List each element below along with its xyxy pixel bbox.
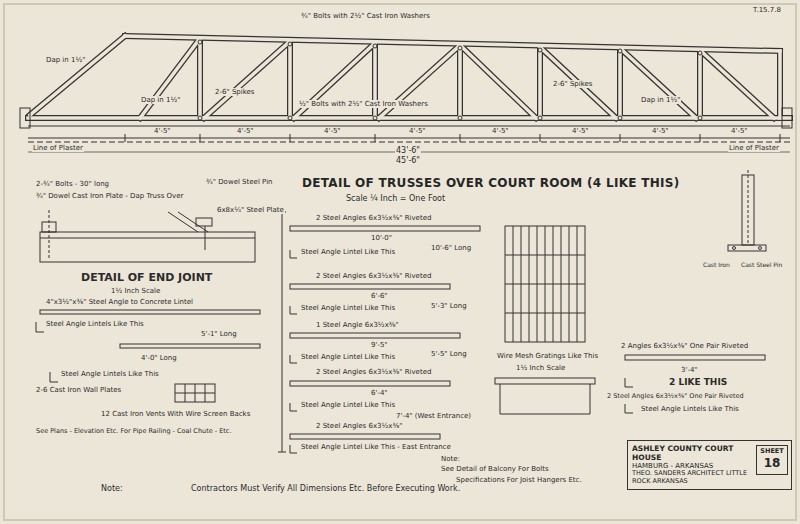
drawing-note: Steel Angle Lintel Like This (300, 353, 396, 361)
drawing-note: Line of Plaster (728, 144, 780, 152)
drawing-title: DETAIL OF TRUSSES OVER COURT ROOM (4 LIK… (300, 176, 682, 190)
drawing-note: Steel Angle Lintels Like This (45, 320, 145, 328)
drawing-note: Scale ¼ Inch = One Foot (345, 194, 446, 203)
drawing-note: Note: (440, 455, 461, 463)
drawing-note: Wire Mesh Gratings Like This (496, 352, 599, 360)
drawing-note: 1 Steel Angle 6x3½x⅜" (315, 321, 400, 329)
drawing-note: 10'-6" Long (430, 244, 472, 252)
drawing-note: Cast Iron (702, 262, 731, 269)
drawing-note: 4'-5" (571, 127, 590, 135)
drawing-note: Dap in 1½" (140, 96, 181, 104)
sheet-box: SHEET18 (756, 445, 788, 475)
sheet-edge (4, 4, 796, 520)
drawing-note: Steel Angle Lintels Like This (640, 405, 740, 413)
drawing-note: ½" Bolts with 2½" Cast Iron Washers (298, 100, 429, 108)
drawing-note: 6'-6" (370, 292, 389, 300)
drawing-note: 5'-1" Long (200, 330, 238, 338)
drawing-note: Line of Plaster (32, 144, 84, 152)
drawing-note: 4'-5" (730, 127, 749, 135)
drawing-note: 5'-5" Long (430, 350, 468, 358)
drawing-note: 6'-4" (370, 389, 389, 397)
drawing-note: 4'-5" (491, 127, 510, 135)
drawing-note: Note: (100, 484, 124, 493)
drawing-note: 4"x3½"x⅜" Steel Angle to Concrete Lintel (45, 298, 194, 306)
drawing-note: 2-6" Spikes (214, 88, 255, 96)
title-block: ASHLEY COUNTY COURT HOUSEHAMBURG - ARKAN… (627, 440, 792, 490)
drawing-note: 2 Steel Angles 6x3½x⅜" One Pair Riveted (606, 393, 745, 400)
drawing-note: 4'-5" (408, 127, 427, 135)
truss-members (28, 36, 790, 118)
drawing-note: DETAIL OF END JOINT (80, 272, 213, 285)
wire-mesh-grating (495, 226, 595, 414)
drawing-note: 2 Steel Angles 6x3½x⅜" (315, 422, 403, 430)
truss-details (20, 40, 792, 152)
drawing-note: 2 Steel Angles 6x3½x⅜" Riveted (315, 214, 432, 222)
drawing-note: T.15.7.8 (752, 6, 782, 14)
drawing-note: 43'-6" (395, 146, 421, 155)
end-joint-detail (40, 210, 255, 262)
drawing-note: 4'-0" Long (140, 354, 178, 362)
drawing-note: Steel Angle Lintels Like This (60, 370, 160, 378)
drawing-note: Dap in 1½" (45, 56, 86, 64)
drawing-note: 2-6 Cast Iron Wall Plates (35, 386, 122, 394)
drawing-note: 4'-5" (651, 127, 670, 135)
drawing-note: 45'-6" (395, 156, 421, 165)
drawing-note: 1½ Inch Scale (515, 364, 566, 372)
drawing-note: ¾" Dowel Steel Pin (205, 178, 274, 186)
drawing-note: ¾" Bolts with 2½" Cast Iron Washers (300, 12, 431, 20)
court-room-lintels (278, 212, 480, 453)
truss-members-inner (28, 36, 790, 118)
title-block-text: SHEET (759, 448, 785, 456)
drawing-note: See Detail of Balcony For Bolts (440, 465, 550, 473)
drawing-note: Steel Angle Lintel Like This - East Entr… (300, 443, 452, 451)
left-lintels (36, 310, 260, 402)
drawing-note: 2 LIKE THIS (668, 377, 728, 387)
drawing-note: 4'-5" (153, 127, 172, 135)
drawing-note: 2 Angles 6x3½x⅜" One Pair Riveted (620, 342, 749, 350)
drawing-note: 2-6" Spikes (552, 80, 593, 88)
drawing-note: See Plans - Elevation Etc. For Pipe Rail… (35, 428, 232, 435)
drawing-note: 12 Cast Iron Vents With Wire Screen Back… (100, 410, 251, 418)
drawing-note: 9'-5" (370, 341, 389, 349)
title-block-text: 18 (759, 456, 785, 470)
drawing-note: 7'-4" (West Entrance) (395, 412, 472, 420)
drawing-note: Steel Angle Lintel Like This (300, 248, 396, 256)
drawing-note: Contractors Must Verify All Dimensions E… (190, 484, 461, 493)
title-block-text: ASHLEY COUNTY COURT HOUSE (632, 444, 751, 462)
drawing-note: 2 Steel Angles 6x3½x⅜" Riveted (315, 368, 432, 376)
drawing-note: Cast Steel Pin (740, 262, 783, 269)
drawing-note: 5'-3" Long (430, 302, 468, 310)
column-detail (728, 170, 766, 251)
drawing-note: 2 Steel Angles 6x3½x⅜" Riveted (315, 272, 432, 280)
drawing-note: Steel Angle Lintel Like This (300, 401, 396, 409)
drawing-note: 1½ Inch Scale (110, 287, 161, 295)
title-block-text: THEO. SANDERS ARCHITECT LITTLE ROCK ARKA… (632, 470, 751, 486)
title-block-text: HAMBURG - ARKANSAS (632, 462, 751, 470)
right-lintels (625, 355, 765, 413)
drawing-note: 3'-4" (680, 366, 699, 374)
drawing-note: 10'-0" (370, 234, 393, 242)
drawing-note: Steel Angle Lintel Like This (300, 304, 396, 312)
drawing-note: 4'-5" (236, 127, 255, 135)
drawing-note: 4'-5" (323, 127, 342, 135)
drawing-note: ¾" Dowel Cast Iron Plate - Dap Truss Ove… (35, 192, 184, 200)
drawing-note: 6x8x¼" Steel Plate (216, 206, 285, 214)
drawing-note: Specifications For Joist Hangers Etc. (455, 476, 583, 484)
drawing-note: Dap in 1½" (640, 96, 681, 104)
drawing-note: 2-¾" Bolts - 30" long (35, 180, 110, 188)
